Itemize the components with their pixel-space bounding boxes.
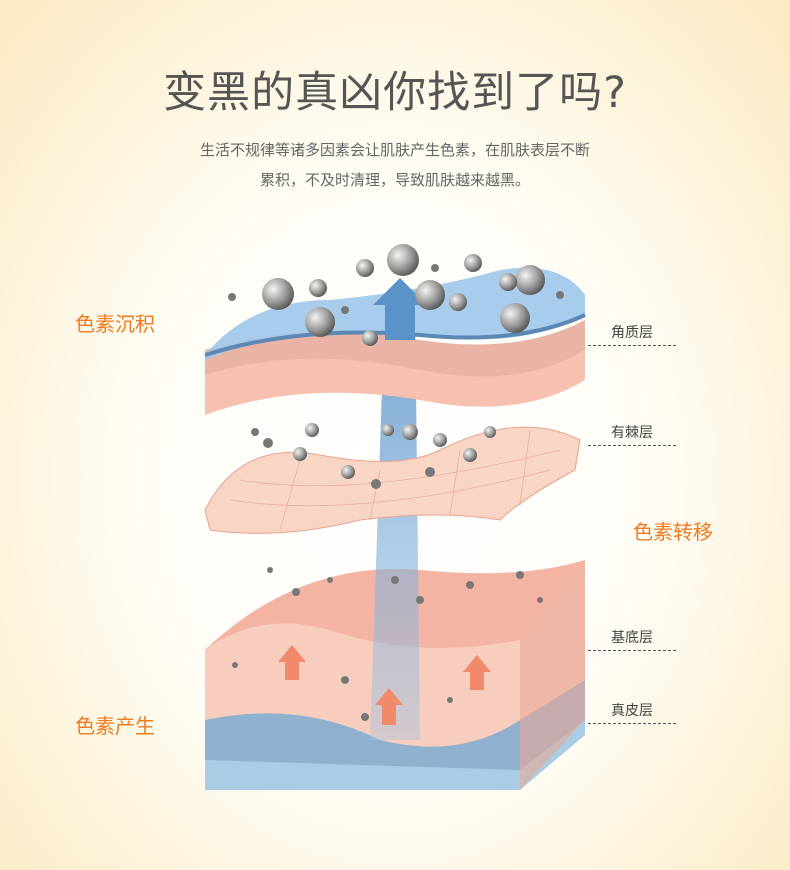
up-arrow-icon xyxy=(373,278,427,340)
layer-name: 基底层 xyxy=(611,630,653,646)
layer-name: 角质层 xyxy=(611,325,653,341)
up-arrow-icon xyxy=(278,645,306,680)
layer-label-spinous: 有棘层 xyxy=(588,422,676,446)
layer-label-basal: 基底层 xyxy=(588,627,676,651)
pigment-particles xyxy=(228,244,564,721)
stage-label-transfer: 色素转移 xyxy=(633,520,713,544)
up-arrow-icon xyxy=(375,688,403,725)
dashed-divider xyxy=(588,345,676,346)
layer-name: 真皮层 xyxy=(611,703,653,719)
layer-label-dermis: 真皮层 xyxy=(588,700,676,724)
page-title: 变黑的真凶你找到了吗? xyxy=(163,68,627,118)
dashed-divider xyxy=(588,723,676,724)
stage-label-produce: 色素产生 xyxy=(75,714,155,738)
dashed-divider xyxy=(588,445,676,446)
layer-label-stratum-corneum: 角质层 xyxy=(588,322,676,346)
subtitle-line-2: 累积，不及时清理，导致肌肤越来越黑。 xyxy=(259,171,530,189)
up-arrow-icon xyxy=(463,655,491,690)
subtitle-line-1: 生活不规律等诸多因素会让肌肤产生色素，在肌肤表层不断 xyxy=(199,141,590,159)
stage-label-deposit: 色素沉积 xyxy=(75,312,155,336)
dashed-divider xyxy=(588,650,676,651)
layer-name: 有棘层 xyxy=(611,425,653,441)
pigment-beam xyxy=(370,300,420,740)
